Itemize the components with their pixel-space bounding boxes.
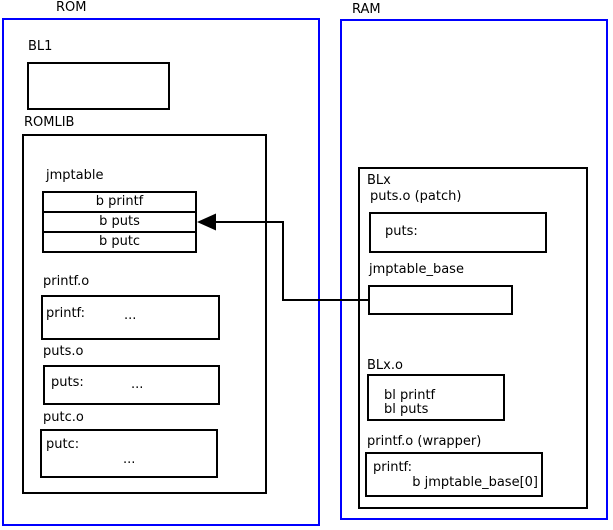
bl1-box <box>27 62 170 110</box>
jmptable-entry-putc: b putc <box>42 231 197 253</box>
romlib-label: ROMLIB <box>24 115 75 130</box>
printf-symbol: printf: <box>46 306 86 321</box>
printf-wrapper-label: printf.o (wrapper) <box>367 434 482 449</box>
jmptable-entry-printf: b printf <box>42 191 197 213</box>
blx-box <box>358 167 588 509</box>
blx-o-label: BLx.o <box>367 358 403 373</box>
printf-ellipsis: ... <box>124 308 137 323</box>
blx-o-line-2: bl puts <box>384 402 429 417</box>
rom-title: ROM <box>56 0 87 15</box>
putc-symbol: putc: <box>46 437 80 452</box>
jmptable-base-label: jmptable_base <box>369 262 464 277</box>
putc-o-label: putc.o <box>43 410 84 425</box>
printf-wrapper-box: printf: b jmptable_base[0] <box>365 452 543 497</box>
puts-o-label: puts.o <box>43 344 84 359</box>
blx-o-line-1: bl printf <box>384 388 436 403</box>
puts-patch-symbol: puts: <box>385 224 418 239</box>
jmptable-entry-puts: b puts <box>42 211 197 233</box>
ram-title: RAM <box>352 2 381 17</box>
blx-label: BLx <box>367 173 391 188</box>
printf-wrapper-symbol: printf: <box>373 460 413 475</box>
blx-o-box: bl printf bl puts <box>367 374 505 421</box>
printf-o-box: printf: ... <box>41 295 220 340</box>
puts-ellipsis: ... <box>131 377 144 392</box>
bl1-label: BL1 <box>28 39 53 54</box>
printf-o-label: printf.o <box>43 274 90 289</box>
puts-o-box: puts: ... <box>43 365 220 405</box>
puts-patch-box: puts: <box>369 212 547 253</box>
romlib-box <box>22 134 267 494</box>
jmptable-label: jmptable <box>46 168 104 183</box>
puts-symbol: puts: <box>51 375 84 390</box>
putc-o-box: putc: ... <box>40 429 218 478</box>
jmptable-base-box <box>368 285 513 315</box>
putc-ellipsis: ... <box>123 452 136 467</box>
puts-patch-label: puts.o (patch) <box>370 189 462 204</box>
printf-wrapper-body: b jmptable_base[0] <box>412 475 538 490</box>
